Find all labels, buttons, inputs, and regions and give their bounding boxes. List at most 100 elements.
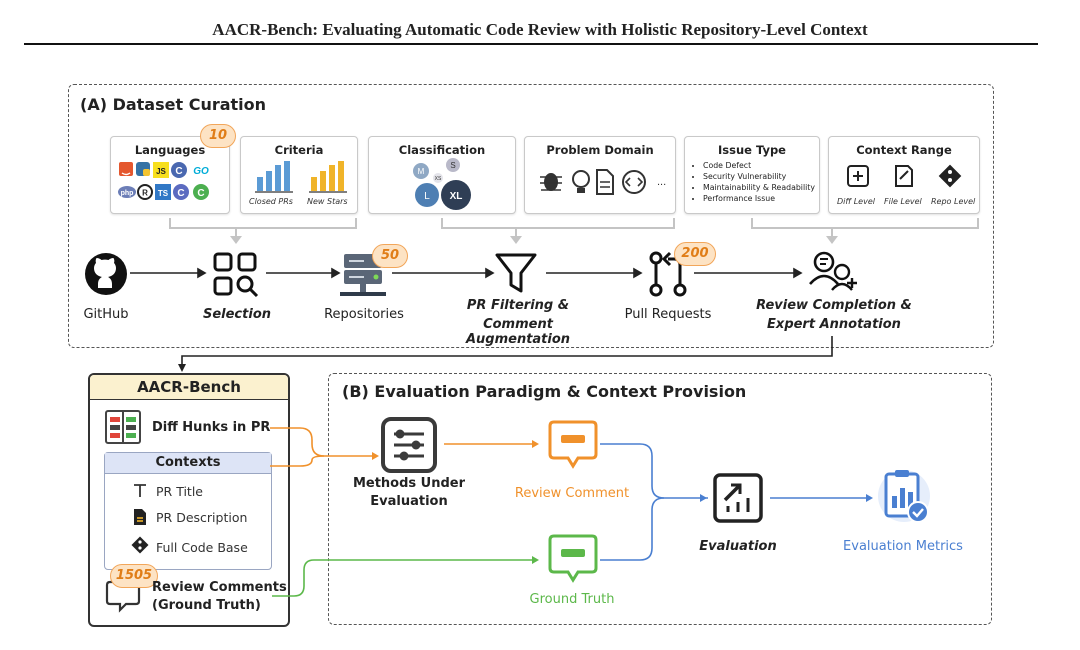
classification-card: Classification M S XS L XL [368,136,516,214]
closed-prs-label: Closed PRs [249,197,293,206]
php-icon: php [118,186,136,198]
review-comment-label: Review Comment [514,486,630,501]
svg-text:GO: GO [193,166,209,177]
svg-text:L: L [424,191,430,202]
issue-type-title: Issue Type [718,143,786,157]
ts-icon: TS [155,184,171,200]
c-icon: C [173,184,189,200]
classification-title: Classification [398,143,486,157]
title-rule [24,43,1038,45]
java-icon [119,162,133,176]
issue-item: Performance Issue [703,194,815,203]
js-icon: JS [153,162,169,178]
new-stars-label: New Stars [307,197,348,206]
contexts-title: Contexts [105,453,271,474]
python-icon [136,162,150,176]
bug-icon [540,173,562,191]
dataset-curation-title: (A) Dataset Curation [80,95,267,114]
review-comments-label-1: Review Comments [152,580,287,595]
diff-hunks-label: Diff Hunks in PR [152,420,271,435]
languages-badge: 10 [200,124,236,148]
criteria-title: Criteria [274,143,324,157]
filter-icon [495,253,537,293]
repo-level-label: Repo Level [931,197,976,206]
languages-card: Languages JS C GO php R TS C C [110,136,230,214]
repositories-label: Repositories [324,307,404,322]
svg-text:C: C [177,188,184,199]
issue-item: Code Defect [703,161,815,170]
document-icon [596,169,614,195]
problem-domain-icons: ... [540,169,666,195]
selection-icon [213,252,259,298]
evaluation-paradigm-title: (B) Evaluation Paradigm & Context Provis… [342,382,747,401]
svg-text:S: S [450,161,455,170]
diff-level-icon [847,165,869,187]
problem-domain-title: Problem Domain [546,143,654,157]
repositories-badge: 50 [372,244,408,268]
svg-text:XL: XL [450,191,463,202]
svg-text:JS: JS [156,167,166,176]
issue-item: Security Vulnerability [703,172,815,181]
svg-text:R: R [142,189,148,198]
methods-label-1: Methods Under [352,476,466,491]
context-pr-description: PR Description [156,510,248,525]
methods-icon [381,417,437,473]
filter-label-2: Comment Augmentation [465,317,571,347]
context-pr-title: PR Title [156,484,203,499]
evaluation-metrics-label: Evaluation Metrics [843,539,963,554]
pr-description-icon [134,509,146,525]
go-icon: GO [193,166,209,177]
size-classes: M S XS L XL [413,158,471,210]
code-base-icon [131,536,149,554]
cpp-icon: C [171,162,187,178]
dataset-curation-box [68,84,994,348]
expert-review-icon [809,251,857,291]
review-label-2: Expert Annotation [767,317,901,332]
svg-text:XS: XS [435,176,442,182]
diff-hunks-icon [105,410,141,444]
file-level-label: File Level [884,197,922,206]
new-stars-icon [309,161,347,193]
svg-text:TS: TS [158,189,169,198]
issue-type-list: Code Defect Security Vulnerability Maint… [693,161,815,205]
selection-label: Selection [202,307,271,322]
page-title: AACR-Bench: Evaluating Automatic Code Re… [212,20,868,39]
svg-text:C: C [175,166,182,177]
problem-domain-card: Problem Domain ... [524,136,676,214]
ground-truth-icon [548,534,598,583]
pr-title-icon [134,484,146,497]
svg-text:C: C [197,188,204,199]
csharp-icon: C [193,184,209,200]
svg-text:php: php [121,190,134,197]
svg-text:M: M [418,167,425,176]
closed-prs-icon [255,161,293,193]
issue-item: Maintainability & Readability [703,183,815,192]
file-level-icon [895,165,913,187]
ground-truth-label: Ground Truth [529,592,615,607]
evaluation-icon [713,473,763,523]
pull-requests-badge: 200 [674,242,716,266]
rust-icon: R [137,184,153,200]
evaluation-paradigm-box [328,373,992,625]
review-comments-label-2: (Ground Truth) [152,598,261,613]
pull-requests-label: Pull Requests [624,307,712,322]
evaluation-label: Evaluation [699,539,777,554]
contexts-panel: Contexts [104,452,272,570]
languages-title: Languages [134,143,206,157]
context-range-card: Context Range Diff Level File Level Repo… [828,136,980,214]
code-icon [622,170,646,194]
issue-type-card: Issue Type Code Defect Security Vulnerab… [684,136,820,214]
github-label: GitHub [83,307,129,322]
context-range-title: Context Range [856,143,952,157]
diff-level-label: Diff Level [837,197,875,206]
evaluation-metrics-icon [878,470,930,523]
languages-icons: JS C GO php R TS C C [118,162,209,200]
criteria-card: Criteria Closed PRs New Stars [240,136,358,214]
context-full-code-base: Full Code Base [156,540,248,555]
repo-level-icon [938,164,962,188]
more-indicator: ... [657,176,666,188]
review-label-1: Review Completion & [756,298,912,313]
methods-label-2: Evaluation [370,494,448,509]
